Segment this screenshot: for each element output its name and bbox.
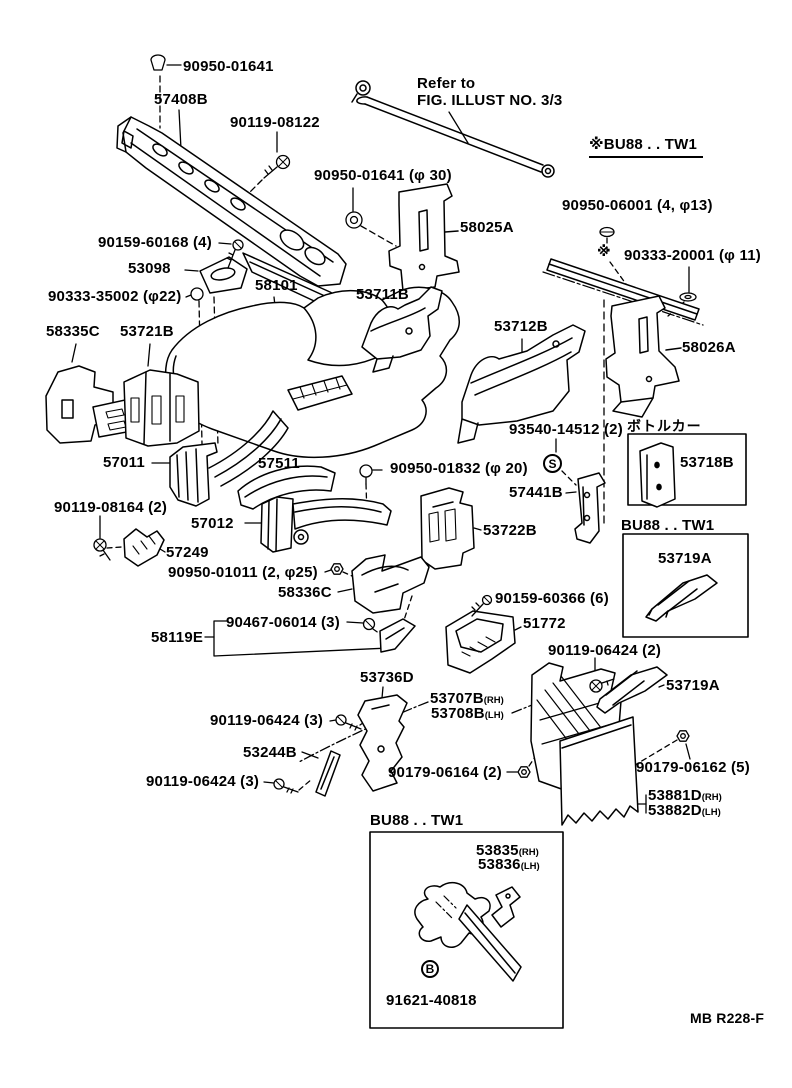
callout-58336C: 58336C: [278, 584, 332, 601]
inset2-header: BU88 . . TW1: [621, 517, 715, 534]
part-57441B-drawing: [575, 473, 605, 543]
callout-90950-01641: 90950-01641: [183, 58, 274, 75]
callout-53707B: 53707B(RH): [430, 690, 504, 707]
asterisk-symbol: ※: [597, 243, 611, 259]
callout-53712B: 53712B: [494, 318, 548, 335]
callout-90119-06424-3b: 90119-06424 (3): [146, 773, 260, 790]
callout-90333-35002: 90333-35002 (φ22): [48, 288, 182, 305]
part-51772-drawing: [446, 611, 515, 673]
callout-57012: 57012: [191, 515, 234, 532]
callout-53719A-inset: 53719A: [658, 550, 712, 567]
part-58119E-drawing: [380, 619, 415, 652]
callout-90333-20001: 90333-20001 (φ 11): [624, 247, 761, 264]
inset-box-53718B: [628, 434, 746, 507]
inset-box-53719A: [623, 534, 748, 637]
callout-93540-14512: 93540-14512 (2): [509, 421, 623, 438]
part-53712B-drawing: [458, 325, 585, 443]
callout-90950-01832: 90950-01832 (φ 20): [390, 460, 528, 477]
callout-53098: 53098: [128, 260, 171, 277]
callout-90179-06164: 90179-06164 (2): [388, 764, 502, 781]
callout-90119-06424-3a: 90119-06424 (3): [210, 712, 324, 729]
part-57012-drawing: [261, 497, 391, 552]
reference-note-line2: FIG. ILLUST NO. 3/3: [417, 92, 563, 109]
callout-90179-06162: 90179-06162 (5): [636, 759, 750, 776]
callout-53711B: 53711B: [356, 286, 409, 303]
part-57249-drawing: [124, 529, 164, 566]
callout-90467-06014: 90467-06014 (3): [226, 614, 340, 631]
callout-90119-08122: 90119-08122: [230, 114, 320, 131]
callout-90159-60168: 90159-60168 (4): [98, 234, 212, 251]
callout-90950-01011: 90950-01011 (2, φ25): [168, 564, 318, 581]
callout-58101: 58101: [255, 277, 298, 294]
part-58336C-drawing: [352, 555, 429, 613]
callout-51772: 51772: [523, 615, 566, 632]
callout-53722B: 53722B: [483, 522, 537, 539]
callout-58026A: 58026A: [682, 339, 736, 356]
part-58026A-drawing: [606, 296, 681, 417]
callout-58335C: 58335C: [46, 323, 100, 340]
callout-53244B: 53244B: [243, 744, 297, 761]
part-53721B-drawing: [124, 370, 199, 446]
part-53098-drawing: [200, 257, 247, 293]
callout-57441B: 57441B: [509, 484, 563, 501]
fastener-glyphs: [94, 55, 696, 793]
part-58025A-drawing: [389, 184, 459, 291]
part-53736D-drawing: [358, 695, 407, 791]
callout-58025A: 58025A: [460, 219, 514, 236]
callout-57011: 57011: [103, 454, 145, 471]
callout-53718B: 53718B: [680, 454, 734, 471]
part-53711B-drawing: [362, 287, 442, 372]
variant-header: ※BU88 . . TW1: [589, 136, 704, 158]
part-57011-drawing: [170, 411, 288, 506]
callout-53708B: 53708B(LH): [431, 705, 504, 722]
callout-53881D: 53881D(RH): [648, 787, 722, 804]
callout-91621-40818: 91621-40818: [386, 992, 477, 1009]
callout-90119-06424-2: 90119-06424 (2): [548, 642, 662, 659]
callout-53719A-loose: 53719A: [666, 677, 720, 694]
callout-57408B: 57408B: [154, 91, 208, 108]
symbol-s-circle: S: [543, 454, 562, 473]
inset1-kana-header: ボトルカー: [627, 418, 702, 434]
symbol-b-circle: B: [421, 960, 439, 978]
fuel-tube-drawing: [352, 81, 554, 177]
callout-58119E: 58119E: [151, 629, 204, 646]
callout-90159-60366: 90159-60366 (6): [495, 590, 609, 607]
callout-90950-06001: 90950-06001 (4, φ13): [562, 197, 713, 214]
callout-53882D: 53882D(LH): [648, 802, 721, 819]
part-53244B-drawing: [316, 751, 340, 796]
part-53881D-drawing: [560, 717, 638, 825]
part-53719A-drawing: [597, 667, 667, 713]
callout-57249: 57249: [166, 544, 209, 561]
reference-note-line1: Refer to: [417, 75, 476, 92]
callout-90119-08164: 90119-08164 (2): [54, 499, 168, 516]
callout-53836: 53836(LH): [478, 856, 540, 873]
callout-53736D: 53736D: [360, 669, 414, 686]
callout-90950-01641-30: 90950-01641 (φ 30): [314, 167, 452, 184]
inset3-header: BU88 . . TW1: [370, 812, 464, 829]
callout-53835: 53835(RH): [476, 842, 539, 859]
leader-lines: [72, 65, 690, 991]
inset-box-53835: [370, 832, 563, 1028]
part-53722B-drawing: [421, 488, 474, 569]
doc-code: MB R228-F: [690, 1010, 765, 1026]
callout-53721B: 53721B: [120, 323, 174, 340]
callout-57511: 57511: [258, 455, 300, 472]
